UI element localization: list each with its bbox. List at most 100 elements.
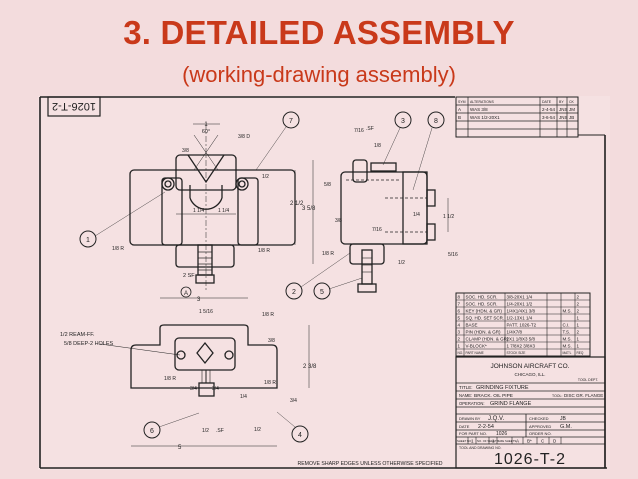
drawn-by-label: DRAWN BY — [459, 416, 481, 421]
dim-label: 1/8 R — [258, 248, 270, 254]
dim-label: 3 — [197, 297, 201, 303]
view-label: A — [184, 291, 188, 297]
checked-label: CHECKED — [529, 416, 549, 421]
parts-list-cell: 3 — [458, 330, 461, 335]
parts-list-cell: BASE — [466, 323, 478, 328]
ream-note-line1: 1/2 REAM-FF. — [60, 332, 95, 338]
parts-list-cell: C.I. — [563, 323, 570, 328]
parts-list-cell: 1 — [577, 323, 580, 328]
dim-label: 2 SF — [183, 273, 195, 279]
tool-drawing-label: TOOL AND DRAWING NO. — [459, 446, 501, 450]
dim-label: .SF — [216, 428, 224, 434]
parts-list-cell: 4 — [458, 323, 461, 328]
dim-label: 5/8 — [324, 182, 331, 188]
svg-text:6: 6 — [150, 428, 154, 435]
alterations-cell: JB — [569, 115, 574, 120]
side-view-dimensions: 7/16 .SF 1/8 3 5/8 5/8 3/8 7/16 1/4 1 1/… — [302, 126, 458, 266]
svg-text:7: 7 — [289, 118, 293, 125]
front-view-dimensions: 1 60° 3/8 3/8 D 1/2 2 1/2 1 1/4 1 1/4 1/… — [112, 122, 304, 279]
dim-label: 3 5/8 — [302, 206, 316, 212]
size-option: B* — [527, 439, 532, 444]
balloon: 3 — [382, 111, 412, 166]
dim-label: 1/4 — [413, 212, 420, 218]
svg-text:2: 2 — [292, 289, 296, 296]
parts-list-cell: 1 7/8X2 3/8X3 — [507, 344, 536, 349]
alterations-cell: A — [458, 107, 461, 112]
svg-text:1: 1 — [86, 237, 90, 244]
balloon: 4 — [276, 411, 309, 443]
parts-list-header-cell: MAT'L — [563, 351, 572, 355]
dim-label: 3/4 — [290, 398, 297, 404]
dim-label: 1 — [204, 122, 208, 128]
alterations-cell: JM — [569, 107, 575, 112]
svg-text:3: 3 — [401, 118, 405, 125]
svg-text:4: 4 — [298, 432, 302, 439]
parts-list-cell: 2 — [577, 309, 580, 314]
approved-value: G.M. — [560, 424, 572, 430]
balloon: 7 — [255, 111, 300, 171]
title-label: TITLE: — [459, 385, 473, 390]
dim-label: 1/8 — [374, 143, 381, 149]
parts-list-cell: 7 — [458, 302, 461, 307]
dim-label: 1/8 R — [112, 246, 124, 252]
alterations-cell: 3-6-54 — [542, 115, 556, 120]
parts-list-header-cell: STOCK SIZE — [507, 351, 526, 355]
corner-stamp-text: 1026-T-2 — [52, 100, 96, 112]
parts-list-cell: 1 — [577, 337, 580, 342]
tool-label: TOOL: — [552, 394, 562, 398]
dim-label: 3/4 — [212, 386, 219, 392]
balloon: 1 — [79, 191, 166, 248]
drawn-by-value: J.Q.V. — [488, 416, 504, 422]
alterations-cell: WAS 1/2-20X1 — [470, 115, 500, 120]
alterations-cell: 2-4-54 — [542, 107, 556, 112]
dim-label: 2 3/8 — [303, 364, 317, 370]
dim-label: 1/8 R — [164, 376, 176, 382]
parts-list-cell: 6 — [458, 309, 461, 314]
corner-stamp: 1026-T-2 — [47, 96, 101, 117]
parts-list-cell: CLAMP (HDN. & GR) — [466, 337, 509, 342]
part-balloons: 1 7 3 8 2 5 6 4 — [79, 111, 445, 443]
dim-label: 1/2 — [254, 427, 261, 433]
company-name: JOHNSON AIRCRAFT CO. — [491, 363, 570, 370]
operation-value: GRIND FLANGE — [490, 401, 532, 407]
parts-list-cell: 2 — [458, 337, 461, 342]
balloon: 5 — [313, 277, 363, 300]
parts-list-cell: SOC. HD. SCR. — [466, 295, 498, 300]
operation-label: OPERATION: — [459, 401, 485, 406]
checked-value: JB — [560, 416, 567, 422]
sheet-value: 1 — [471, 439, 474, 444]
parts-list-cell: 3/8-20X1 1/4 — [507, 295, 533, 300]
dim-label: 1 1/4 — [218, 208, 229, 214]
dim-label: 1/2 — [202, 428, 209, 434]
title-block: JOHNSON AIRCRAFT CO. CHICAGO, ILL. TOOL … — [455, 356, 606, 469]
size-label: SIZE SHEETS — [498, 439, 516, 443]
order-label: ORDER NO. — [529, 431, 552, 436]
parts-list-cell: M.S. — [563, 337, 572, 342]
dim-label: 5/16 — [448, 252, 458, 258]
part-no-label: FOR PART NO. — [459, 431, 487, 436]
name-label: NAME: — [459, 393, 472, 398]
dim-label: 3/8 D — [238, 134, 250, 140]
parts-list-cell: SQ. HD. SET SCR. — [466, 316, 505, 321]
ream-note-line2: 5/8 DEEP-2 HOLES — [64, 341, 114, 347]
part-no-value: 1026 — [496, 431, 507, 437]
parts-list-cell: 1 — [458, 344, 461, 349]
alterations-header-cell: SYM — [458, 100, 466, 104]
parts-list-cell: PATT. 1026-T2 — [507, 323, 537, 328]
parts-list-header-cell: NO. — [458, 351, 464, 355]
tool-value: DISC GR. FLANGE — [564, 393, 603, 398]
dim-label: 1/8 R — [262, 312, 274, 318]
alterations-header-cell: CK — [569, 100, 575, 104]
dim-label: 3/8 — [268, 338, 275, 344]
parts-list-cell: KEY (HDN. & GR) — [466, 309, 503, 314]
tool-drawing-number: 1026-T-2 — [494, 451, 566, 468]
parts-list-cell: 1/2-13X1 1/4 — [507, 316, 533, 321]
parts-list-cell: 2X1 1/8X3 5/8 — [507, 337, 536, 342]
dim-label: 1/8 R — [322, 251, 334, 257]
dim-label: 1/2 — [262, 174, 269, 180]
parts-list-cell: V-BLOCK* — [466, 344, 488, 349]
dim-label: 7/16 — [372, 227, 382, 233]
